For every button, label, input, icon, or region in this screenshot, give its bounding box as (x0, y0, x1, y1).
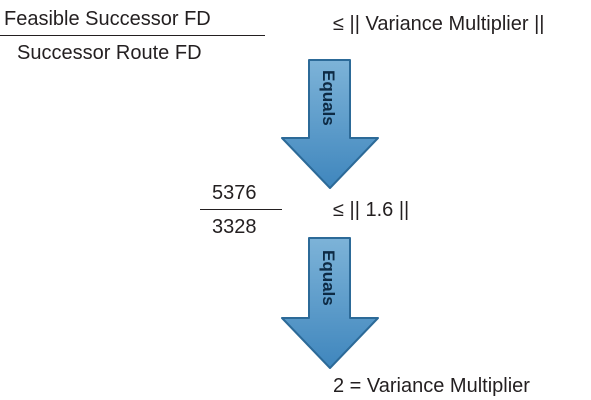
equals-arrow-2: Equals (281, 237, 379, 369)
equals-arrow-1: Equals (281, 59, 379, 189)
equals-label-1: Equals (319, 70, 338, 126)
relation-general: ≤ || Variance Multiplier || (333, 13, 545, 35)
fraction-denominator-general: Successor Route FD (17, 42, 202, 64)
fraction-denominator-value: 3328 (212, 216, 257, 238)
fraction-numerator-value: 5376 (212, 182, 257, 204)
equals-label-2: Equals (319, 250, 338, 306)
fraction-numerator-general: Feasible Successor FD (4, 8, 211, 30)
fraction-bar-value (200, 209, 282, 210)
result-equation: 2 = Variance Multiplier (333, 375, 530, 397)
relation-value: ≤ || 1.6 || (333, 199, 410, 221)
fraction-bar-general (0, 35, 265, 36)
